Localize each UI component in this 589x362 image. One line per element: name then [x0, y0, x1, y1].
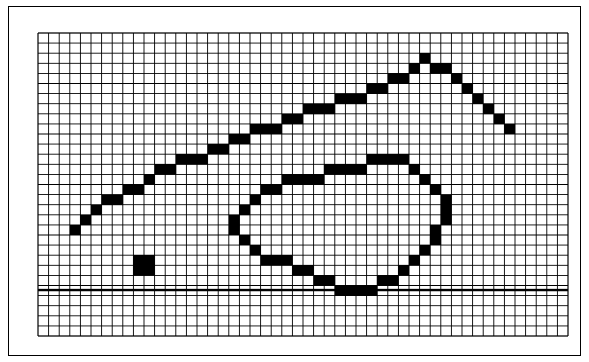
loop-cell: [282, 174, 293, 185]
loop-cell: [239, 205, 250, 216]
upper-arc-cell: [345, 94, 356, 105]
loop-cell: [409, 255, 420, 266]
upper-arc-cell: [314, 104, 325, 115]
upper-arc-cell: [409, 63, 420, 74]
loop-cell: [430, 225, 441, 236]
upper-arc-cell: [91, 205, 102, 216]
upper-arc-cell: [494, 114, 505, 125]
upper-arc-cell: [483, 104, 494, 115]
loop-cell: [324, 275, 335, 286]
loop-cell: [409, 164, 420, 175]
upper-arc-cell: [377, 84, 388, 95]
loop-cell: [441, 205, 452, 216]
upper-arc-cell: [218, 144, 229, 155]
loop-cell: [324, 164, 335, 175]
loop-cell: [282, 255, 293, 266]
loop-cell: [250, 195, 261, 206]
loop-cell: [261, 185, 272, 196]
loop-cell: [377, 154, 388, 165]
upper-arc-cell: [176, 154, 187, 165]
loop-cell: [377, 275, 388, 286]
upper-arc-cell: [388, 73, 399, 84]
upper-arc-cell: [186, 154, 197, 165]
loop-cell: [398, 265, 409, 276]
square-mark-cell: [133, 265, 144, 276]
loop-cell: [314, 275, 325, 286]
square-mark-cell: [133, 255, 144, 266]
upper-arc-cell: [420, 53, 431, 64]
loop-cell: [229, 215, 240, 226]
upper-arc-cell: [112, 195, 123, 206]
upper-arc-cell: [208, 144, 219, 155]
upper-arc-cell: [441, 63, 452, 74]
upper-arc-cell: [504, 124, 515, 134]
loop-cell: [388, 154, 399, 165]
upper-arc-cell: [250, 124, 261, 134]
bold-horizontal-rule: [38, 289, 568, 291]
upper-arc-cell: [144, 174, 155, 185]
upper-arc-cell: [261, 124, 272, 134]
loop-cell: [271, 185, 282, 196]
upper-arc-cell: [197, 154, 208, 165]
upper-arc-cell: [398, 73, 409, 84]
upper-arc-cell: [367, 84, 378, 95]
upper-arc-cell: [303, 104, 314, 115]
upper-arc-cell: [80, 215, 91, 226]
loop-cell: [314, 174, 325, 185]
loop-cell: [420, 245, 431, 256]
upper-arc-cell: [123, 185, 134, 196]
loop-cell: [303, 174, 314, 185]
loop-cell: [292, 174, 303, 185]
upper-arc-cell: [356, 94, 367, 105]
upper-arc-cell: [229, 134, 240, 145]
loop-cell: [303, 265, 314, 276]
upper-arc-cell: [102, 195, 113, 206]
upper-arc-cell: [462, 84, 473, 95]
loop-cell: [239, 235, 250, 246]
upper-arc-cell: [430, 63, 441, 74]
upper-arc-cell: [451, 73, 462, 84]
loop-cell: [250, 245, 261, 256]
upper-arc-cell: [165, 164, 176, 175]
loop-cell: [367, 154, 378, 165]
upper-arc-cell: [271, 124, 282, 134]
upper-arc-cell: [292, 114, 303, 125]
loop-cell: [430, 185, 441, 196]
loop-cell: [398, 154, 409, 165]
upper-arc-cell: [473, 94, 484, 105]
loop-cell: [388, 275, 399, 286]
loop-cell: [356, 164, 367, 175]
upper-arc-cell: [70, 225, 81, 236]
loop-cell: [229, 225, 240, 236]
loop-cell: [335, 164, 346, 175]
loop-cell: [261, 255, 272, 266]
loop-cell: [271, 255, 282, 266]
loop-cell: [420, 174, 431, 185]
upper-arc-cell: [133, 185, 144, 196]
loop-cell: [441, 195, 452, 206]
upper-arc-cell: [155, 164, 166, 175]
horizontal-rule: [38, 289, 568, 291]
upper-arc-cell: [335, 94, 346, 105]
loop-cell: [345, 164, 356, 175]
square-mark-cell: [144, 255, 155, 266]
loop-cell: [292, 265, 303, 276]
upper-arc-cell: [324, 104, 335, 115]
square-mark-cell: [144, 265, 155, 276]
loop-cell: [430, 235, 441, 246]
upper-arc-cell: [239, 134, 250, 145]
loop-cell: [441, 215, 452, 226]
upper-arc-cell: [282, 114, 293, 125]
